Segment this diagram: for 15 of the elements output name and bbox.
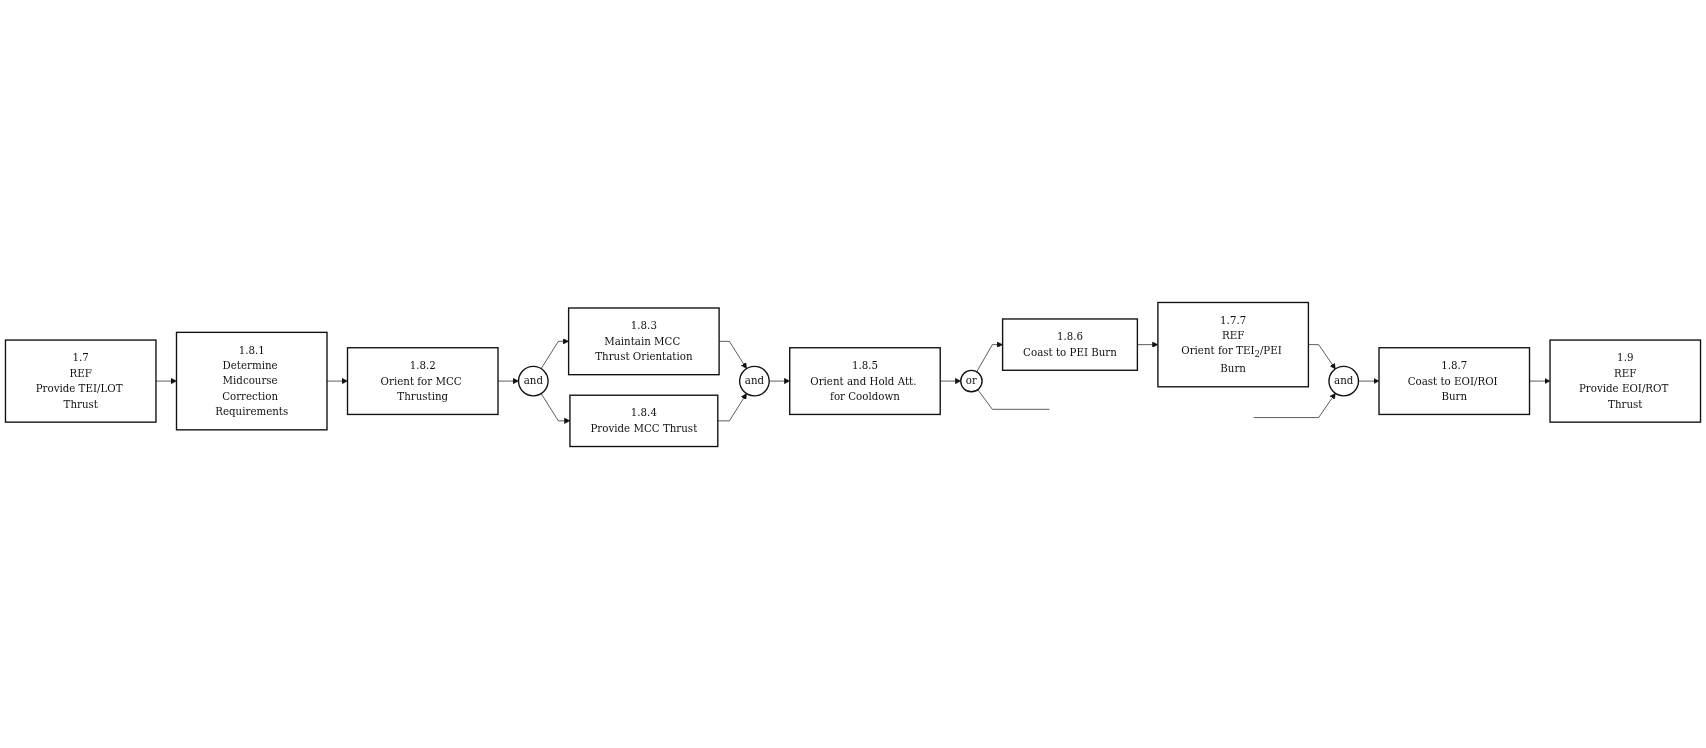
node-box: 1.8.2 Orient for MCC Thrusting [346,346,499,415]
node-box: 1.9 REF Provide EOI/ROT Thrust [1549,338,1702,423]
node-box: 1.7 REF Provide TEI/LOT Thrust [4,338,157,423]
node-box: 1.8.5 Orient and Hold Att. for Cooldown [789,346,941,415]
node-circle: and [1328,365,1360,397]
node-box: 1.8.6 Coast to PEI Burn [1001,317,1139,371]
node-circle: or [960,369,983,392]
node-circle: and [738,365,770,397]
connector [977,388,1050,410]
node-box: 1.8.7 Coast to EOI/ROI Burn [1378,346,1531,415]
node-box: 1.7.7 REF Orient for TEI$_{2}$/PEI Burn [1157,301,1310,387]
node-box: 1.8.3 Maintain MCC Thrust Orientation [567,306,720,375]
node-circle: and [517,365,549,397]
node-box: 1.8.4 Provide MCC Thrust [569,394,719,447]
node-box: 1.8.1 Determine Midcourse Correction Requirements [175,331,328,431]
